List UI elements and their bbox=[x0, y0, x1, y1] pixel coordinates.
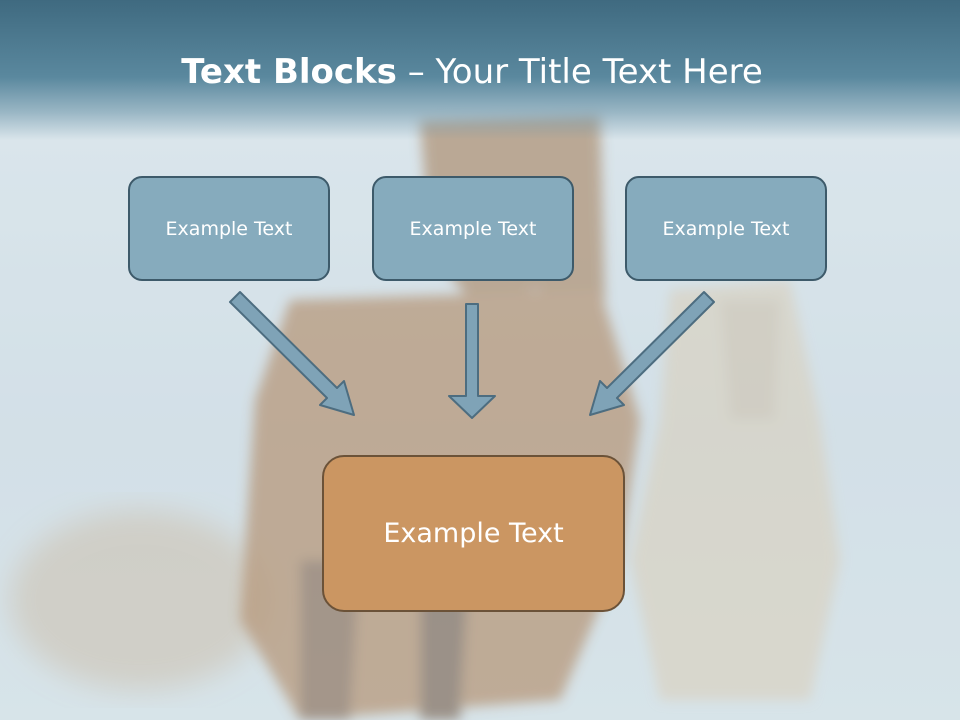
arrow-right bbox=[589, 291, 715, 416]
title-bold: Text Blocks bbox=[181, 52, 397, 92]
title-dash: – bbox=[396, 52, 436, 92]
text-block-bottom[interactable]: Example Text bbox=[322, 455, 625, 612]
text-block-top-right-label: Example Text bbox=[662, 217, 790, 240]
text-block-bottom-label: Example Text bbox=[383, 518, 564, 549]
text-block-top-left-label: Example Text bbox=[165, 217, 293, 240]
text-block-top-right[interactable]: Example Text bbox=[625, 176, 827, 281]
title-rest: Your Title Text Here bbox=[435, 52, 763, 92]
arrow-center bbox=[448, 303, 496, 419]
text-block-top-center-label: Example Text bbox=[409, 217, 537, 240]
slide-title: Text Blocks – Your Title Text Here bbox=[0, 52, 944, 92]
arrow-left bbox=[229, 291, 355, 416]
text-block-top-center[interactable]: Example Text bbox=[372, 176, 574, 281]
text-block-top-left[interactable]: Example Text bbox=[128, 176, 330, 281]
title-bar bbox=[0, 0, 960, 140]
